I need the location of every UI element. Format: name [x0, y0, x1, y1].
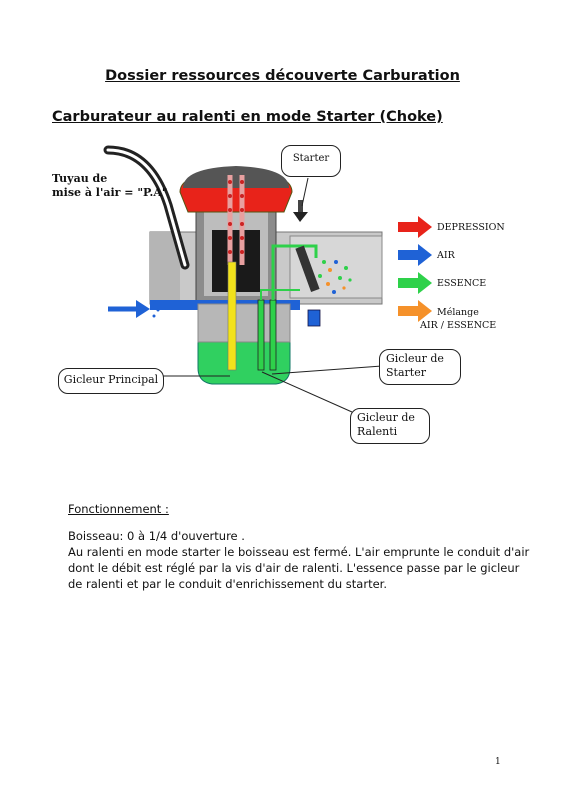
legend-arrow-essence [398, 272, 432, 294]
starter-valve [293, 212, 308, 222]
page-number: 1 [495, 757, 501, 767]
starter-knob-stem [298, 200, 303, 218]
enrichment-tube [295, 245, 320, 292]
main-jet-needle [227, 261, 237, 371]
float-bowl [197, 339, 291, 385]
legend-label-air: AIR [437, 250, 455, 261]
document-subtitle: Carburateur au ralenti en mode Starter (… [52, 109, 443, 125]
fonctionnement-line-1: Boisseau: 0 à 1/4 d'ouverture . [68, 529, 245, 543]
gicleur-starter-line2: Starter [386, 366, 426, 379]
leader-starter [301, 177, 309, 207]
air-tube-label-2: mise à l'air = "P.A" [52, 186, 168, 199]
starter-jet-tube [269, 299, 277, 371]
gicleur-ralenti-line1: Gicleur de [357, 411, 415, 424]
document-title: Dossier ressources découverte Carburatio… [105, 68, 460, 84]
mixture-spray [318, 260, 352, 294]
legend-label-essence: ESSENCE [437, 278, 487, 289]
legend-label-melange-1: Mélange [437, 307, 479, 318]
fonctionnement-line-4: de ralenti et par le conduit d'enrichiss… [68, 577, 387, 591]
fonctionnement-body: Boisseau: 0 à 1/4 d'ouverture . Au ralen… [68, 528, 538, 592]
legend-arrow-melange [398, 300, 432, 322]
starter-callout: Starter [281, 145, 341, 177]
gicleur-principal-callout: Gicleur Principal [58, 368, 164, 394]
fonctionnement-heading: Fonctionnement : [68, 502, 169, 516]
idle-jet-tube [257, 299, 265, 371]
fonctionnement-line-2: Au ralenti en mode starter le boisseau e… [68, 545, 530, 559]
air-tube-label-1: Tuyau de [52, 172, 108, 185]
gicleur-starter-line1: Gicleur de [386, 352, 444, 365]
slide-spring [227, 175, 245, 265]
gicleur-ralenti-callout: Gicleur de Ralenti [350, 408, 430, 444]
legend-label-melange-2: AIR / ESSENCE [420, 320, 497, 331]
legend-label-depression: DEPRESSION [437, 222, 505, 233]
idle-air-screw [307, 309, 321, 327]
legend-arrow-air [398, 244, 432, 266]
idle-fuel-circuit [260, 289, 300, 300]
incoming-air-arrow [108, 300, 160, 318]
legend-arrow-depression [398, 216, 432, 238]
leader-gicleur-ralenti [261, 371, 353, 413]
gicleur-ralenti-line2: Ralenti [357, 425, 398, 438]
fonctionnement-line-3: dont le débit est réglé par la vis d'air… [68, 561, 520, 575]
cap-top [183, 166, 289, 188]
leader-gicleur-starter [271, 365, 383, 375]
gicleur-starter-callout: Gicleur de Starter [379, 349, 461, 385]
carburetor-diagram [103, 145, 432, 413]
starter-fuel-circuit [271, 244, 318, 300]
